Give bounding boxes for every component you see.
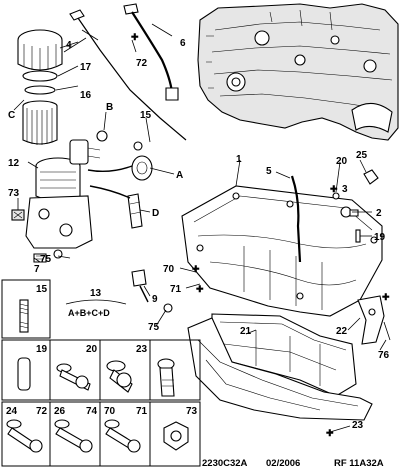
callout-1: 1 — [236, 154, 242, 165]
kit-13-label: 13 A+B+C+D — [65, 288, 127, 318]
table-cell-15: 15 — [36, 284, 48, 295]
callout-21: 21 — [240, 326, 252, 337]
o-ring-B — [96, 130, 108, 142]
callout-22: 22 — [336, 326, 348, 337]
bolt-3 — [332, 192, 340, 200]
bracket-22 — [357, 295, 385, 345]
leader-lines — [13, 23, 387, 433]
callout-9: 9 — [152, 294, 158, 305]
callout-70: 70 — [163, 264, 175, 275]
pipe-A — [87, 165, 133, 173]
clip-25 — [363, 169, 379, 185]
diagram-code: 2230C32A — [202, 458, 248, 469]
pipe-D — [89, 185, 131, 199]
callout-5: 5 — [266, 166, 272, 177]
callout-C: C — [8, 110, 15, 121]
oil-filter-cartridge — [22, 100, 58, 145]
stud-19 — [355, 229, 361, 243]
svg-text:✚: ✚ — [330, 184, 338, 194]
table-cell-74: 74 — [86, 406, 98, 417]
callout-6: 6 — [180, 38, 186, 49]
table-cell-19: 19 — [36, 344, 48, 355]
table-cell-70: 70 — [104, 406, 116, 417]
callout-2: 2 — [376, 208, 382, 219]
table-cell-24: 24 — [6, 406, 18, 417]
table-cell-23: 23 — [136, 344, 148, 355]
seal-ring-16 — [24, 85, 56, 95]
engine-block — [197, 3, 399, 141]
oil-level-sensor — [131, 269, 173, 313]
hex-nut-icon — [163, 421, 189, 451]
svg-text:✚: ✚ — [326, 428, 334, 438]
long-bolt-icon — [54, 419, 93, 453]
sensor-73 — [11, 209, 25, 221]
callout-25: 25 — [356, 150, 368, 161]
table-cell-73: 73 — [186, 406, 198, 417]
oil-pump-strainer — [131, 155, 153, 181]
callout-19: 19 — [374, 232, 386, 243]
seal-ring-17 — [22, 70, 58, 82]
oil-filter-cap — [17, 29, 63, 72]
underbody-cover-23 — [187, 317, 373, 421]
callout-12: 12 — [8, 158, 20, 169]
callout-71: 71 — [170, 284, 182, 295]
flange-bolt-icon — [106, 360, 133, 393]
short-bolt-icon — [6, 419, 43, 453]
svg-text:✚: ✚ — [196, 284, 204, 294]
svg-text:✚: ✚ — [192, 264, 200, 274]
seal-15 — [133, 141, 143, 151]
bolt-washer-icon — [56, 363, 91, 391]
dipstick — [69, 9, 187, 141]
callout-13: 13 — [90, 288, 102, 299]
callout-16: 16 — [80, 90, 92, 101]
table-cell-72: 72 — [36, 406, 48, 417]
callout-72-top: 72 — [136, 58, 148, 69]
marker-symbols: ✚ ✚ ✚ ✚ ✚ ✚ — [131, 32, 390, 438]
callout-23: 23 — [352, 420, 364, 431]
callout-D: D — [152, 208, 159, 219]
dipstick-guide-tube — [123, 3, 179, 101]
callout-76: 76 — [378, 350, 390, 361]
diagram-date: 02/2006 — [266, 458, 300, 469]
hose-D — [127, 193, 143, 229]
screw-icon — [104, 419, 141, 453]
callout-17: 17 — [80, 62, 92, 73]
callout-75-left: 75 — [40, 254, 52, 265]
drain-plug-2 — [340, 206, 359, 218]
callout-4: 4 — [66, 40, 72, 51]
callout-15: 15 — [140, 110, 152, 121]
callout-7: 7 — [34, 264, 40, 275]
callout-3: 3 — [342, 184, 348, 195]
callout-20: 20 — [336, 156, 348, 167]
svg-text:✚: ✚ — [131, 32, 139, 42]
callout-13-formula: A+B+C+D — [68, 308, 110, 318]
diagram-ref: RF 11A32A — [334, 458, 384, 469]
bolt-72-top — [131, 39, 137, 53]
callout-73: 73 — [8, 188, 20, 199]
table-cell-71: 71 — [136, 406, 148, 417]
svg-text:✚: ✚ — [382, 292, 390, 302]
dowel-pin-icon — [17, 357, 31, 391]
hardware-table — [1, 279, 201, 467]
table-cell-26: 26 — [54, 406, 66, 417]
callout-A: A — [176, 170, 183, 181]
oil-sump — [181, 185, 383, 317]
bolt-76 — [383, 321, 391, 341]
oil-pipe-5 — [290, 175, 302, 263]
callout-75-bottom: 75 — [148, 322, 160, 333]
stud-bolt-icon — [157, 358, 175, 397]
oil-filter-housing — [25, 139, 101, 249]
table-cell-20: 20 — [86, 344, 98, 355]
callout-B: B — [106, 102, 113, 113]
stud-icon — [19, 299, 29, 333]
